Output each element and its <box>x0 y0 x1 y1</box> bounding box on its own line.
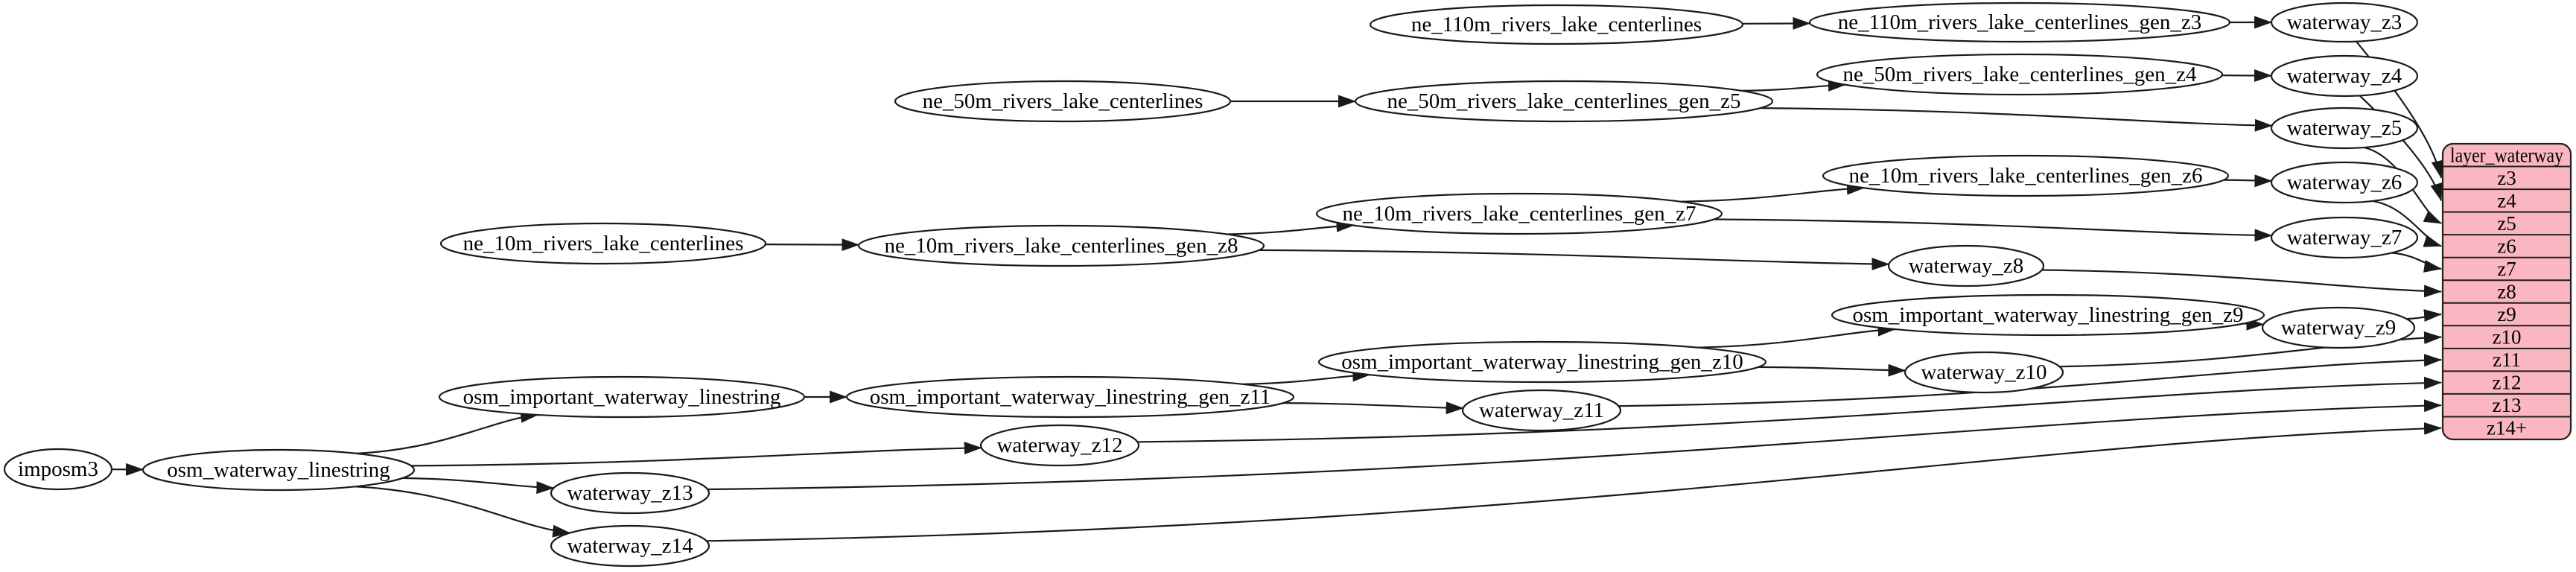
record-row-z12: z12 <box>2493 372 2522 394</box>
node-label: waterway_z4 <box>2287 64 2402 88</box>
node-label: osm_important_waterway_linestring_gen_z9 <box>1852 303 2243 327</box>
edge-osm_important_waterway_linestring_gen_z10--waterway_z10 <box>1758 367 1905 371</box>
node-label: ne_10m_rivers_lake_centerlines <box>463 232 744 255</box>
edges-layer <box>112 22 2441 541</box>
edge-ne_50m_rivers_lake_centerlines_gen_z5--ne_50m_rivers_lake_centerlines_gen_z4 <box>1742 85 1845 91</box>
node-waterway_z9: waterway_z9 <box>2262 308 2414 348</box>
node-waterway_z7: waterway_z7 <box>2271 217 2417 258</box>
node-osm_important_waterway_linestring: osm_important_waterway_linestring <box>439 377 804 417</box>
edge-ne_10m_rivers_lake_centerlines_gen_z8--ne_10m_rivers_lake_centerlines_gen_z7 <box>1227 226 1353 235</box>
edge-osm_important_waterway_linestring_gen_z11--waterway_z11 <box>1283 403 1463 408</box>
node-label: ne_10m_rivers_lake_centerlines_gen_z8 <box>884 234 1238 258</box>
edge-ne_10m_rivers_lake_centerlines_gen_z6--waterway_z6 <box>2224 180 2271 181</box>
record-row-z10: z10 <box>2493 326 2522 349</box>
node-label: waterway_z12 <box>996 433 1122 457</box>
node-label: ne_50m_rivers_lake_centerlines <box>923 89 1203 113</box>
node-label: waterway_z5 <box>2287 116 2402 140</box>
record-row-z9: z9 <box>2497 303 2516 325</box>
nodes-layer: imposm3 osm_waterway_linestring osm_import… <box>4 3 2417 566</box>
node-waterway_z5: waterway_z5 <box>2271 108 2417 148</box>
node-label: osm_important_waterway_linestring <box>463 385 781 409</box>
edge-waterway_z9--layer_waterway-z9 <box>2407 314 2442 319</box>
node-osm_waterway_linestring: osm_waterway_linestring <box>143 450 414 490</box>
node-waterway_z12: waterway_z12 <box>981 425 1139 465</box>
node-label: ne_110m_rivers_lake_centerlines_gen_z3 <box>1838 10 2202 34</box>
node-label: ne_10m_rivers_lake_centerlines_gen_z6 <box>1848 164 2202 188</box>
record-row-z5: z5 <box>2497 212 2516 235</box>
node-ne_10m_rivers_lake_centerlines_gen_z6: ne_10m_rivers_lake_centerlines_gen_z6 <box>1823 156 2228 196</box>
node-label: ne_110m_rivers_lake_centerlines <box>1411 13 1702 36</box>
node-ne_10m_rivers_lake_centerlines_gen_z7: ne_10m_rivers_lake_centerlines_gen_z7 <box>1317 194 1722 234</box>
node-waterway_z10: waterway_z10 <box>1905 352 2063 393</box>
node-label: ne_50m_rivers_lake_centerlines_gen_z5 <box>1387 89 1740 113</box>
record-row-z3: z3 <box>2497 167 2516 189</box>
edge-ne_10m_rivers_lake_centerlines_gen_z7--waterway_z7 <box>1714 220 2271 236</box>
edge-ne_10m_rivers_lake_centerlines_gen_z7--ne_10m_rivers_lake_centerlines_gen_z6 <box>1681 188 1864 201</box>
node-osm_important_waterway_linestring_gen_z11: osm_important_waterway_linestring_gen_z1… <box>847 377 1294 417</box>
edge-waterway_z8--layer_waterway-z8 <box>2042 270 2441 292</box>
node-label: waterway_z13 <box>567 481 693 505</box>
node-label: waterway_z11 <box>1479 398 1604 422</box>
node-waterway_z8: waterway_z8 <box>1889 246 2044 286</box>
record-row-z7: z7 <box>2497 258 2516 280</box>
edge-waterway_z12--layer_waterway-z12 <box>1137 383 2441 442</box>
record-row-z11: z11 <box>2493 349 2521 371</box>
edge-osm_important_waterway_linestring_gen_z10--osm_important_waterway_linestring_gen_z9 <box>1698 329 1895 348</box>
layer-waterway-record: layer_waterwayz3z4z5z6z7z8z9z10z11z12z13… <box>2443 144 2571 439</box>
record-title: layer_waterway <box>2450 144 2563 166</box>
node-ne_10m_rivers_lake_centerlines: ne_10m_rivers_lake_centerlines <box>441 223 766 264</box>
node-ne_110m_rivers_lake_centerlines_gen_z3: ne_110m_rivers_lake_centerlines_gen_z3 <box>1810 3 2230 42</box>
node-imposm3: imposm3 <box>4 449 112 489</box>
record-row-z6: z6 <box>2497 235 2516 257</box>
node-waterway_z3: waterway_z3 <box>2271 3 2417 42</box>
node-label: waterway_z8 <box>1909 254 2024 278</box>
node-label: osm_important_waterway_linestring_gen_z1… <box>1341 350 1743 374</box>
node-label: waterway_z10 <box>1921 360 2047 384</box>
node-label: osm_waterway_linestring <box>167 458 390 482</box>
record-row-z4: z4 <box>2497 189 2516 212</box>
node-label: ne_10m_rivers_lake_centerlines_gen_z7 <box>1342 202 1696 226</box>
edge-osm_waterway_linestring--osm_important_waterway_linestring <box>356 415 538 454</box>
node-ne_50m_rivers_lake_centerlines_gen_z4: ne_50m_rivers_lake_centerlines_gen_z4 <box>1817 54 2222 95</box>
node-label: waterway_z6 <box>2287 171 2402 194</box>
edge-osm_waterway_linestring--waterway_z13 <box>402 478 553 488</box>
node-osm_important_waterway_linestring_gen_z10: osm_important_waterway_linestring_gen_z1… <box>1319 342 1766 382</box>
edge-osm_waterway_linestring--waterway_z12 <box>411 448 982 465</box>
node-label: imposm3 <box>18 457 98 481</box>
node-ne_110m_rivers_lake_centerlines: ne_110m_rivers_lake_centerlines <box>1370 5 1743 44</box>
record-row-z13: z13 <box>2493 394 2522 416</box>
node-waterway_z11: waterway_z11 <box>1463 390 1621 430</box>
node-waterway_z13: waterway_z13 <box>551 473 709 513</box>
node-waterway_z14: waterway_z14 <box>551 526 709 566</box>
node-label: ne_50m_rivers_lake_centerlines_gen_z4 <box>1842 63 2197 86</box>
node-label: waterway_z9 <box>2281 316 2397 340</box>
record-row-z14+: z14+ <box>2487 417 2527 439</box>
record-row-z8: z8 <box>2497 281 2516 303</box>
node-label: waterway_z3 <box>2287 10 2402 34</box>
node-ne_10m_rivers_lake_centerlines_gen_z8: ne_10m_rivers_lake_centerlines_gen_z8 <box>859 226 1264 266</box>
edge-waterway_z7--layer_waterway-z7 <box>2392 253 2441 270</box>
edge-osm_waterway_linestring--waterway_z14 <box>355 486 570 533</box>
node-waterway_z4: waterway_z4 <box>2271 56 2417 96</box>
edge-ne_10m_rivers_lake_centerlines--ne_10m_rivers_lake_centerlines_gen_z8 <box>766 244 859 245</box>
node-osm_important_waterway_linestring_gen_z9: osm_important_waterway_linestring_gen_z9 <box>1832 295 2264 335</box>
node-label: waterway_z14 <box>567 534 693 558</box>
node-label: waterway_z7 <box>2287 226 2402 250</box>
edge-osm_important_waterway_linestring_gen_z11--osm_important_waterway_linestring_gen_z10 <box>1243 375 1370 384</box>
node-waterway_z6: waterway_z6 <box>2271 162 2417 203</box>
node-ne_50m_rivers_lake_centerlines_gen_z5: ne_50m_rivers_lake_centerlines_gen_z5 <box>1355 81 1772 121</box>
node-ne_50m_rivers_lake_centerlines: ne_50m_rivers_lake_centerlines <box>895 81 1230 121</box>
edge-ne_10m_rivers_lake_centerlines_gen_z8--waterway_z8 <box>1259 250 1889 264</box>
node-label: osm_important_waterway_linestring_gen_z1… <box>870 385 1271 409</box>
edge-ne_50m_rivers_lake_centerlines_gen_z5--waterway_z5 <box>1761 108 2272 126</box>
